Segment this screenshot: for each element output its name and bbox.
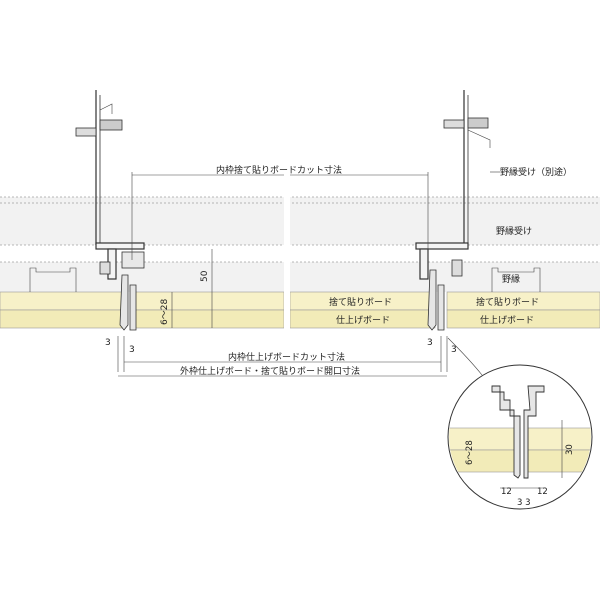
screw-right [451,259,463,277]
label-three-c: 3 [427,338,433,348]
frame-inner-left [129,284,137,331]
joist-right [491,267,541,292]
label-nobuchi-uke: 野縁受け [496,225,532,237]
board-finish-left-outer [0,309,125,329]
label-nobuchi: 野縁 [502,273,520,285]
frame-top-right [415,242,469,250]
detail-label-33: 3 3 [517,498,531,508]
label-range-left: 6～28 [160,299,170,325]
board-finish-right-outer [446,309,600,329]
detail-frame-right [523,385,545,479]
callout-tail [447,337,483,376]
screw-left [99,261,111,275]
label-nobuchi-uke-betto: 野縁受け（別途） [500,166,572,178]
detail-label-12-left: 12 [501,487,512,497]
frame-vert-right [419,248,429,280]
detail-board-right-top [527,427,591,451]
frame-outer-left [119,274,129,331]
label-outer-open: 外枠仕上げボード・捨て貼りボード開口寸法 [180,365,360,377]
frame-inner-right [437,284,445,331]
detail-content [449,385,591,489]
bolt-right [467,117,489,129]
label-three-b: 3 [129,345,135,355]
bolt-left [99,119,123,131]
latch-left [121,251,145,269]
clip-left [99,103,113,114]
detail-label-30: 30 [565,444,575,455]
frame-outer-right [427,269,437,331]
label-sute-board-left: 捨て貼りボード [329,296,392,308]
wing-nut-right [443,119,465,129]
label-sute-board-right: 捨て貼りボード [476,296,539,308]
joist-left [29,267,77,292]
label-finish-board-right: 仕上げボード [480,314,534,326]
detail-board-left-bot [449,449,521,473]
label-inner-finish: 内枠仕上げボードカット寸法 [228,351,345,363]
board-finish-left-inner [133,309,285,329]
board-sute-left-outer [0,291,125,311]
board-sute-left-inner [133,291,285,311]
detail-board-left-top [449,427,521,451]
clip-right [467,129,491,148]
label-three-a: 3 [105,338,111,348]
label-finish-board-left: 仕上げボード [336,314,390,326]
wing-nut-left [75,127,97,137]
detail-label-range: 6～28 [465,440,475,465]
label-inner-cut: 内枠捨て貼りボードカット寸法 [216,164,342,176]
detail-label-12-right: 12 [537,487,548,497]
label-50: 50 [200,270,210,282]
upper-ceiling-band [0,197,600,245]
label-three-d: 3 [451,345,457,355]
break-gap [284,190,290,340]
detail-frame-left [491,385,521,479]
frame-top-left [95,242,145,250]
